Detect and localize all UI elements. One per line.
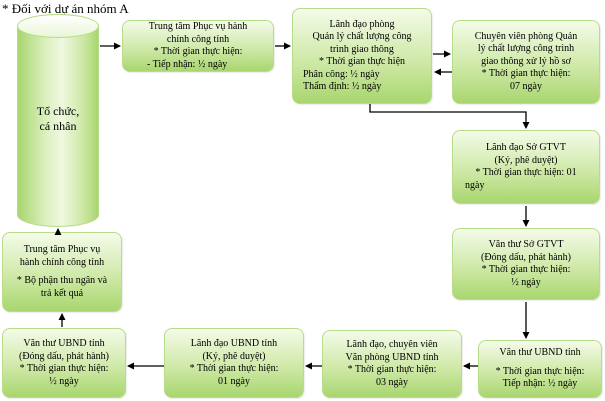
box-provincial-clerk-receiving: Văn thư UBND tỉnh * Thời gian thực hiện:… [478,340,602,398]
box-reception-center-result: Trung tâm Phục vụ hành chính công tỉnh *… [2,232,122,312]
applicant-cylinder [17,14,99,227]
applicant-cylinder-top [17,14,99,38]
box-specialist: Chuyên viên phòng Quản lý chất lượng côn… [452,20,600,104]
box-department-leader: Lãnh đạo phòng Quản lý chất lượng công t… [292,8,432,104]
box-department-of-transport-leader: Lãnh đạo Sở GTVT (Ký, phê duyệt) * Thời … [452,130,600,204]
box-department-of-transport-clerk: Văn thư Sở GTVT (Đóng dấu, phát hành) * … [452,228,600,300]
arrow-dept-leader-to-dot-leader [369,104,530,129]
box-provincial-clerk-issuing: Văn thư UBND tỉnh (Đóng dấu, phát hành) … [2,328,126,398]
diagram-heading: * Đối với dự án nhóm A [2,1,129,16]
box-provincial-office-staff: Lãnh đạo, chuyên viên Văn phòng UBND tỉn… [322,330,462,398]
box-provincial-leader: Lãnh đạo UBND tỉnh (Ký, phê duyệt) * Thờ… [164,328,304,398]
box-reception-center-top: Trung tâm Phục vụ hành chính công tỉnh *… [122,20,274,72]
applicant-label: Tổ chức, cá nhân [36,104,80,133]
